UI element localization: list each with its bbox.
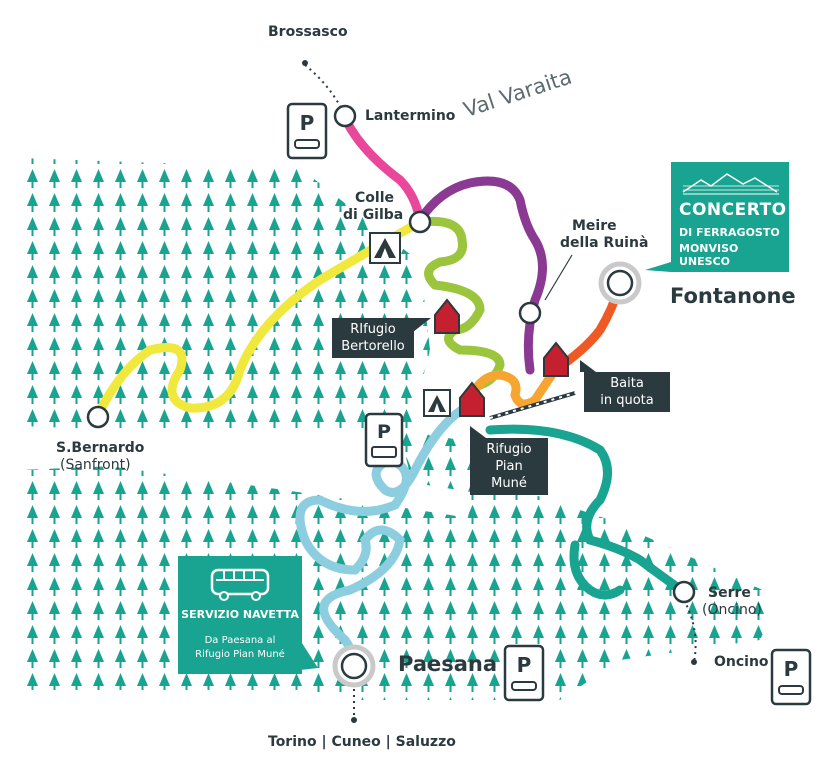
- shuttle-info-box[interactable]: SERVIZIO NAVETTA Da Paesana al Rifugio P…: [178, 556, 302, 674]
- callout-bertorello-line2: Bertorello: [341, 339, 405, 354]
- stop-meire[interactable]: [518, 301, 542, 325]
- tent-icon-colle: [369, 232, 401, 264]
- concert-info-box[interactable]: CONCERTO DI FERRAGOSTO MONVISO UNESCO: [671, 162, 789, 272]
- callout-pian-mune: Rifugio Pian Muné: [470, 438, 548, 495]
- stop-sbernardo[interactable]: [86, 405, 110, 429]
- stop-colle-gilba[interactable]: [408, 210, 432, 234]
- hut-icon-bertorello[interactable]: [434, 298, 460, 334]
- callout-pointer-baita: [580, 360, 596, 372]
- label-fontanone: Fontanone: [670, 284, 796, 308]
- label-oncino-paren: (Oncino): [702, 602, 762, 618]
- concert-line3: MONVISO UNESCO: [679, 242, 739, 268]
- callout-baita-line2: in quota: [600, 393, 654, 408]
- label-lantermino: Lantermino: [365, 108, 456, 124]
- mountain-staff-icon: [682, 173, 779, 195]
- shuttle-title: SERVIZIO NAVETTA: [181, 608, 299, 621]
- label-destinations: Torino | Cuneo | Saluzzo: [268, 734, 456, 750]
- pointer-meire: [544, 254, 573, 301]
- parking-letter: P: [517, 653, 532, 677]
- stop-lantermino[interactable]: [333, 104, 357, 128]
- callout-baita-line1: Baita: [610, 376, 644, 391]
- label-meire-line1: Meire: [572, 218, 617, 234]
- parking-sign-paesana: P: [503, 644, 545, 702]
- parking-sign-lantermino: P: [286, 102, 328, 160]
- label-colle-line1: Colle: [355, 190, 394, 206]
- trail-pink: [340, 113, 425, 225]
- callout-bertorello: RIfugio Bertorello: [332, 318, 414, 358]
- parking-letter: P: [784, 657, 799, 681]
- parking-letter: P: [377, 421, 391, 443]
- label-serre: Serre: [708, 585, 751, 601]
- trail-orange: [465, 365, 560, 409]
- label-sbernardo: S.Bernardo: [56, 440, 145, 456]
- callout-bertorello-line1: RIfugio: [350, 322, 396, 337]
- callout-pointer-pian-mune: [470, 426, 486, 438]
- label-colle-line2: di Gilba: [343, 207, 404, 223]
- tent-icon-pian-mune: [423, 389, 451, 417]
- label-meire-line2: della Ruinà: [560, 235, 649, 251]
- concert-line1: CONCERTO: [679, 200, 787, 220]
- trail-lime: [417, 216, 505, 390]
- trail-purple: [415, 176, 547, 375]
- concert-line2: DI FERRAGOSTO: [679, 226, 780, 239]
- label-paesana: Paesana: [398, 652, 498, 676]
- dotted-line-oncino: [683, 599, 697, 663]
- callout-pointer-concert: [645, 262, 671, 272]
- callout-pian-mune-line1: Rifugio: [486, 442, 532, 457]
- label-brossasco: Brossasco: [268, 24, 348, 40]
- bus-icon: [210, 568, 270, 601]
- parking-letter: P: [300, 111, 315, 135]
- forest-clearing: [18, 429, 473, 518]
- shuttle-desc: Da Paesana al Rifugio Pian Muné: [178, 634, 302, 662]
- hut-icon-baita[interactable]: [543, 341, 569, 377]
- parking-sign-pian-mune: P: [364, 412, 404, 468]
- shuttle-line1: Da Paesana al: [204, 635, 276, 646]
- callout-pointer-navetta: [300, 640, 318, 670]
- callout-pointer-bertorello: [413, 318, 431, 332]
- dotted-line-brossasco: [304, 64, 346, 116]
- callout-pian-mune-line2: Pian Muné: [491, 459, 527, 491]
- label-oncino: Oncino: [714, 654, 769, 670]
- forest-area-upper: [20, 158, 430, 430]
- trail-teal-branch: [569, 540, 625, 600]
- trail-yellow: [93, 217, 425, 420]
- trail-lightblue: [295, 400, 475, 665]
- trail-teal: [485, 424, 689, 597]
- shuttle-line2: Rifugio Pian Muné: [195, 649, 285, 660]
- label-sanfront: (Sanfront): [60, 457, 131, 473]
- stop-serre[interactable]: [672, 580, 696, 604]
- hut-icon-pian-mune[interactable]: [459, 381, 485, 417]
- callout-baita: Baita in quota: [584, 372, 670, 412]
- parking-sign-oncino: P: [770, 648, 812, 706]
